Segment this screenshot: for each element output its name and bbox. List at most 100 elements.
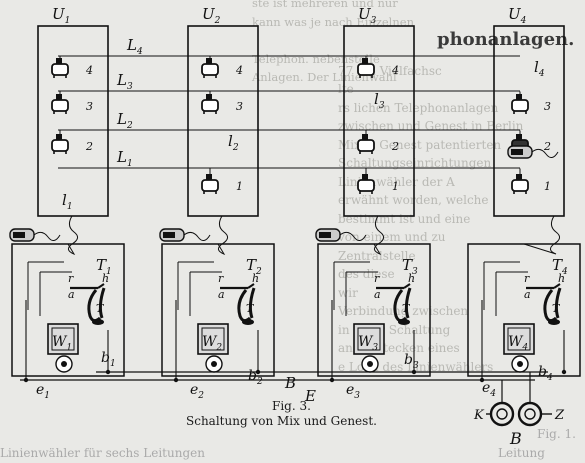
bleed-line: des diese	[338, 267, 395, 281]
selector-panel-4	[493, 25, 565, 217]
line-label-1: L1	[116, 148, 133, 169]
junction-dot	[105, 369, 111, 375]
plug-inner	[319, 232, 331, 238]
bell-clapper	[61, 361, 67, 367]
line-label-3: L3	[116, 71, 133, 92]
plug-inner	[163, 232, 175, 238]
handset-earpiece	[548, 319, 560, 325]
jack-u3-4	[357, 58, 375, 78]
switch-label-r: r	[218, 272, 224, 285]
jack-number: 1	[392, 180, 399, 193]
jack-number: 1	[236, 180, 243, 193]
switch-label-a: a	[524, 288, 531, 301]
plug-inner	[13, 232, 25, 238]
jack-number: 4	[391, 64, 399, 77]
battery-label-K: K	[473, 408, 485, 423]
plug-cord	[531, 148, 559, 158]
jack-number: 2	[543, 140, 551, 153]
selector-panel-1	[37, 25, 109, 217]
junction-dot	[255, 369, 261, 375]
bottom-bleed-right: Leitung	[498, 446, 545, 460]
jack-number: 4	[85, 64, 93, 77]
switch-label-r: r	[524, 272, 530, 285]
ringer-inner	[201, 327, 225, 351]
b-label-4: b4	[538, 364, 553, 383]
figure-caption: Schaltung von Mix und Genest.	[186, 414, 377, 428]
ringer-inner	[507, 327, 531, 351]
jack-u2-1	[201, 174, 219, 194]
plug-cord	[339, 231, 367, 241]
switch-label-a: a	[68, 288, 75, 301]
ground-label-4: e4	[482, 380, 496, 399]
jack-u1-2	[51, 134, 69, 154]
switch-label-a: a	[374, 288, 381, 301]
handset-earpiece	[92, 319, 104, 325]
junction-dot	[23, 377, 29, 383]
line-label-2: L2	[116, 110, 133, 131]
handset-earpiece	[242, 319, 254, 325]
battery-cell-right-inner	[524, 408, 536, 420]
station-box-2	[161, 243, 275, 377]
line-label-4: L4	[126, 36, 143, 57]
switch-label-a: a	[218, 288, 225, 301]
bleed-line: ste ist mehreren und nur	[252, 0, 398, 10]
bleed-line: von einem und zu	[338, 230, 446, 244]
ground-label-2: e2	[190, 382, 204, 401]
station-box-3	[317, 243, 431, 377]
ringer-label-1: W1	[52, 334, 72, 353]
battery-cell-left-inner	[496, 408, 508, 420]
ground-label-1: e1	[36, 382, 50, 401]
cord-to-unit	[217, 215, 228, 256]
rail-label-B: B	[284, 374, 296, 392]
jack-number: 2	[391, 140, 399, 153]
bleed-line: erwähnt worden, welche	[338, 193, 489, 207]
bleed-line: Anlagen. Der Linienwahl	[252, 70, 397, 84]
bleed-line: Zentralstelle	[338, 248, 416, 263]
switch-label-r: r	[374, 272, 380, 285]
unit-label-4: U4	[508, 5, 527, 26]
junction-dot	[561, 369, 567, 375]
jack-u4-1	[511, 174, 529, 194]
b-label-3: b3	[404, 352, 419, 371]
selector-panel-3	[343, 25, 415, 217]
page-heading: phonanlagen.	[437, 29, 575, 50]
jack-number: 3	[86, 100, 93, 113]
ringer-inner	[51, 327, 75, 351]
bell-clapper	[211, 361, 217, 367]
l-label-2: l2	[228, 132, 239, 153]
jack-number: 4	[235, 64, 243, 77]
switch-label-r: r	[68, 272, 74, 285]
ringer-label-4: W4	[508, 334, 528, 353]
plug-inner	[511, 149, 523, 155]
switch-label-h: h	[558, 272, 565, 285]
bleed-line: Verbindung zwischen	[338, 304, 469, 318]
switch-label-h: h	[408, 272, 415, 285]
jack-u4-3	[511, 94, 529, 114]
hook-lever	[97, 283, 105, 289]
jack-number: 3	[544, 100, 551, 113]
jack-u1-4	[51, 58, 69, 78]
b-label-2: b2	[248, 368, 263, 387]
jack-u1-3	[51, 94, 69, 114]
plug-cord	[33, 231, 61, 241]
bleed-line: kann was je nach Einzelnen	[252, 14, 414, 29]
selector-panel-2	[187, 25, 259, 217]
ringer-label-3: W3	[358, 334, 378, 353]
battery-label-B: B	[509, 429, 522, 448]
phone-label-3: T3	[402, 256, 418, 277]
unit-label-2: U2	[202, 5, 221, 26]
l-label-4: l4	[534, 58, 545, 79]
phone-label-2: T2	[246, 256, 262, 277]
jack-number: 3	[236, 100, 243, 113]
bleed-line: wir	[338, 285, 358, 300]
jack-u2-3	[201, 94, 219, 114]
junction-dot	[329, 377, 335, 383]
switch-label-h: h	[102, 272, 109, 285]
jack-u3-1	[357, 174, 375, 194]
b-label-1: b1	[101, 350, 116, 369]
ringer-box-2	[197, 323, 229, 355]
l-label-3: l3	[374, 90, 385, 111]
jack-number: 2	[85, 140, 93, 153]
unit-label-1: U1	[52, 5, 70, 26]
